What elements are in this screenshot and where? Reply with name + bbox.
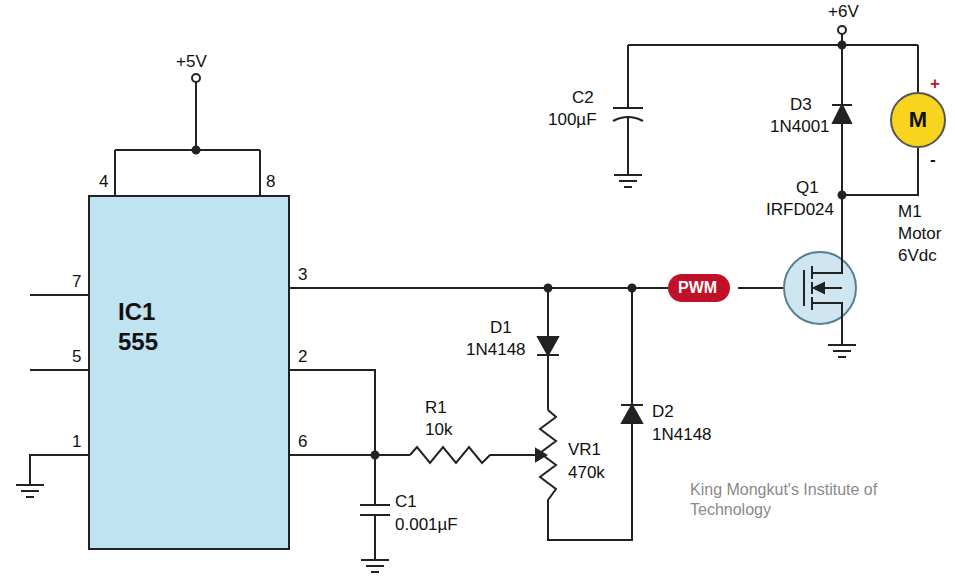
node-text: M: [909, 108, 927, 132]
node-text: PWM: [668, 274, 730, 302]
part-name: D2: [652, 402, 674, 422]
signal-wire: [290, 287, 668, 289]
pin-number: 2: [298, 347, 307, 367]
motor-symbol: M: [890, 92, 946, 148]
pin-number: 3: [298, 265, 307, 285]
part-name: VR1: [568, 440, 601, 460]
part-name: C1: [395, 492, 417, 512]
supply-label: +6V: [828, 2, 859, 22]
pin-number: 1: [72, 432, 81, 452]
pin-number: 7: [72, 272, 81, 292]
part-value: 1N4148: [652, 425, 712, 445]
pin-number: 5: [72, 347, 81, 367]
part-name: R1: [425, 398, 447, 418]
part-value: IRFD024: [766, 200, 834, 220]
ic-body: IC1 555: [88, 195, 290, 550]
part-value: 1N4148: [466, 340, 526, 360]
polarity-mark: -: [930, 150, 936, 170]
pin-number: 4: [99, 172, 108, 192]
part-value: 10k: [425, 420, 452, 440]
part-name: Q1: [796, 178, 819, 198]
supply-label: +5V: [176, 52, 207, 72]
part-name: M1: [898, 202, 922, 222]
pin-number: 6: [298, 432, 307, 452]
part-value: 1N4001: [770, 117, 830, 137]
part-value: Motor: [898, 224, 941, 244]
part-value: 6Vdc: [898, 246, 937, 266]
part-name: D1: [490, 318, 512, 338]
watermark: King Mongkut's Institute of Technology: [690, 480, 930, 520]
part-name: D3: [790, 95, 812, 115]
part-name: C2: [572, 88, 594, 108]
part-value: 100µF: [548, 110, 597, 130]
part-value: 0.001µF: [395, 515, 458, 535]
signal-tag: PWM: [668, 274, 730, 302]
polarity-mark: +: [930, 74, 940, 94]
node-text: IC1 555: [118, 297, 174, 357]
pin-number: 8: [266, 172, 275, 192]
part-value: 470k: [568, 463, 605, 483]
